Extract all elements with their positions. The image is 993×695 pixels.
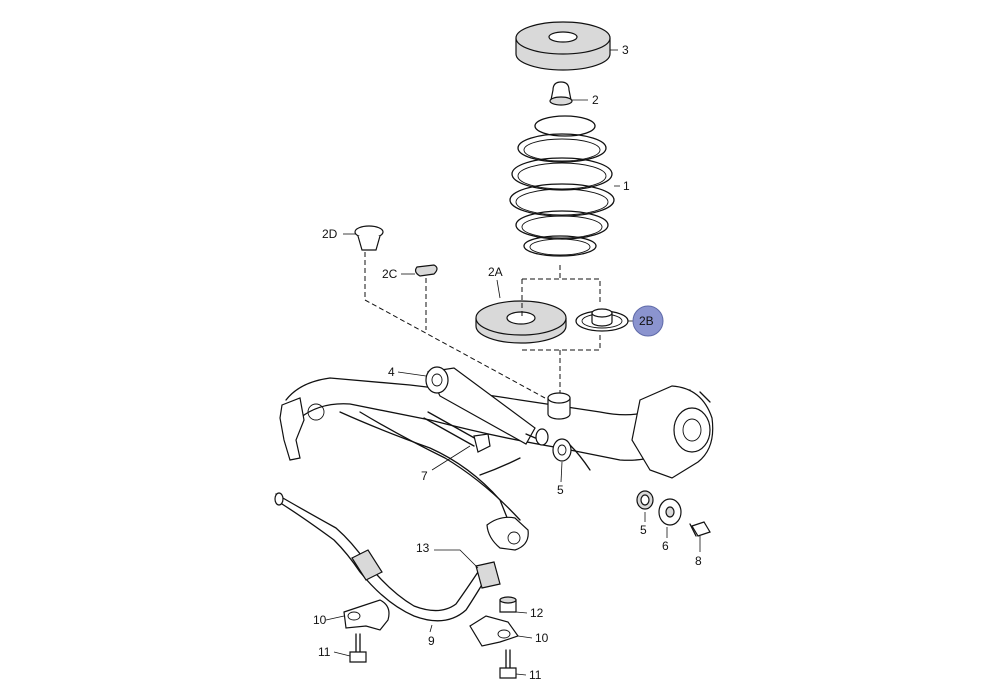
callout-13: 13: [416, 541, 430, 555]
part-4-shock-absorber[interactable]: [425, 366, 549, 446]
highlight-marker-2b: [632, 305, 664, 337]
part-10-clamp-left[interactable]: [343, 599, 390, 631]
callout-12: 12: [530, 606, 544, 620]
callout-3: 3: [622, 43, 629, 57]
part-2-bump-stop[interactable]: [549, 81, 573, 106]
callout-1: 1: [623, 179, 630, 193]
assembly-dashed-lines: [521, 265, 601, 396]
callout-10-right: 10: [535, 631, 549, 645]
part-3-spring-pad[interactable]: [515, 21, 611, 71]
callout-7: 7: [421, 469, 428, 483]
callout-2c: 2C: [382, 267, 398, 281]
leader-lines: [325, 49, 701, 676]
part-5-bushing-right[interactable]: [636, 490, 654, 510]
callout-11-left: 11: [318, 645, 331, 659]
callout-2: 2: [592, 93, 599, 107]
callout-5-right: 5: [640, 523, 647, 537]
callout-2a: 2A: [488, 265, 503, 279]
callout-4: 4: [388, 365, 395, 379]
part-8-bolt[interactable]: [689, 521, 711, 537]
part-13-rubber-mounts[interactable]: [351, 549, 501, 589]
part-2c-rubber-block[interactable]: [414, 264, 438, 330]
part-1-coil-spring[interactable]: [509, 115, 615, 257]
axle-bump-stop: [547, 392, 571, 420]
callout-9: 9: [428, 634, 435, 648]
part-7-bolt[interactable]: [423, 411, 491, 453]
callout-8: 8: [695, 554, 702, 568]
callout-11-right: 11: [529, 668, 542, 682]
part-2a-spring-seat[interactable]: [475, 300, 567, 344]
callout-6: 6: [662, 539, 669, 553]
part-11-bolt-right[interactable]: [499, 649, 517, 679]
callout-5-upper: 5: [557, 483, 564, 497]
part-2d-clip[interactable]: [354, 225, 546, 399]
part-10-clamp-right[interactable]: [469, 615, 519, 647]
callout-2b: 2B: [639, 314, 654, 328]
callout-2d: 2D: [322, 227, 338, 241]
part-12-nut[interactable]: [499, 596, 517, 613]
part-9-stabilizer-bar[interactable]: [274, 492, 487, 622]
part-2b-washer[interactable]: [575, 308, 629, 332]
callout-10-left: 10: [313, 613, 327, 627]
part-5-bushing[interactable]: [552, 438, 591, 471]
part-6-washer[interactable]: [658, 498, 682, 526]
part-11-bolt-left[interactable]: [349, 633, 367, 663]
